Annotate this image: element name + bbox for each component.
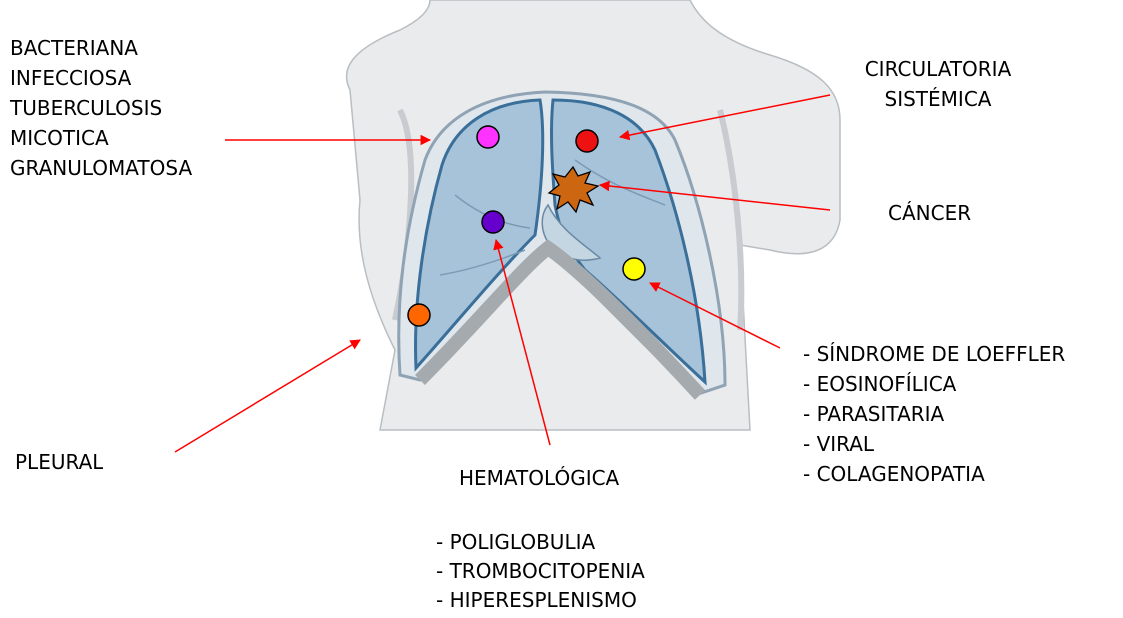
- cancer-label: CÁNCER: [888, 198, 971, 228]
- infectious-marker: [477, 126, 499, 148]
- hematologic-list: - POLIGLOBULIA - TROMBOCITOPENIA - HIPER…: [436, 528, 645, 615]
- hematologic-label: HEMATOLÓGICA: [459, 463, 619, 493]
- hematologic-line-1: - POLIGLOBULIA: [436, 528, 645, 557]
- circulatory-line-2: SISTÉMICA: [848, 84, 1028, 114]
- pleural-arrow: [175, 340, 360, 452]
- hematologic-marker: [482, 211, 504, 233]
- hematologic-line-3: - HIPERESPLENISMO: [436, 586, 645, 615]
- eosinophilic-label: - SÍNDROME DE LOEFFLER - EOSINOFÍLICA - …: [803, 339, 1065, 489]
- infectious-line-5: GRANULOMATOSA: [10, 153, 192, 183]
- pleural-marker: [408, 304, 430, 326]
- infectious-line-3: TUBERCULOSIS: [10, 93, 192, 123]
- eosinophilic-line-5: - COLAGENOPATIA: [803, 459, 1065, 489]
- hematologic-line-2: - TROMBOCITOPENIA: [436, 557, 645, 586]
- circulatory-label: CIRCULATORIA SISTÉMICA: [848, 54, 1028, 114]
- eosinophilic-marker: [623, 258, 645, 280]
- infectious-line-1: BACTERIANA: [10, 33, 192, 63]
- infectious-label: BACTERIANA INFECCIOSA TUBERCULOSIS MICOT…: [10, 33, 192, 183]
- infectious-line-2: INFECCIOSA: [10, 63, 192, 93]
- eosinophilic-line-4: - VIRAL: [803, 429, 1065, 459]
- eosinophilic-line-3: - PARASITARIA: [803, 399, 1065, 429]
- infectious-line-4: MICOTICA: [10, 123, 192, 153]
- pleural-label: PLEURAL: [15, 448, 103, 470]
- circulatory-marker: [576, 130, 598, 152]
- circulatory-line-1: CIRCULATORIA: [848, 54, 1028, 84]
- eosinophilic-line-1: - SÍNDROME DE LOEFFLER: [803, 339, 1065, 369]
- eosinophilic-line-2: - EOSINOFÍLICA: [803, 369, 1065, 399]
